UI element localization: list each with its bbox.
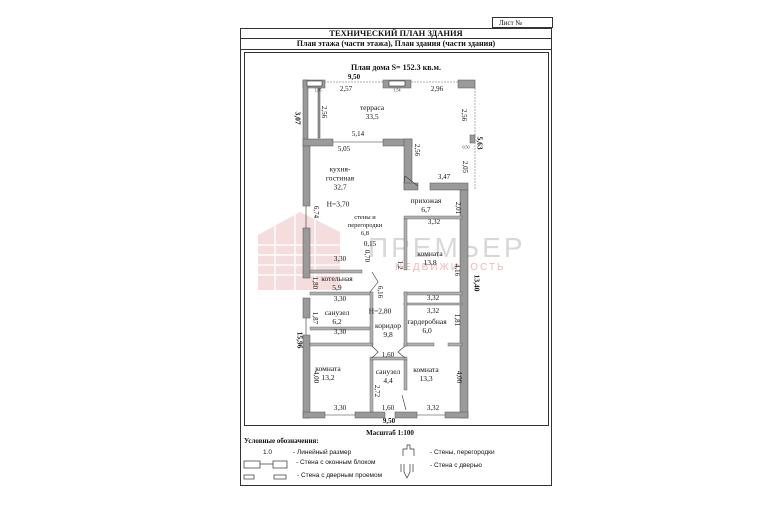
dimension: 5,05: [337, 145, 351, 153]
legend-linear-dimension: - Линейный размер: [293, 449, 352, 456]
legend-door-opening: - Стена с дверным проемом: [297, 472, 383, 479]
dimension: 5,14: [351, 130, 365, 138]
dimension: 3,32: [426, 307, 440, 315]
room-area: 13,2: [321, 373, 335, 382]
room-name: терраса: [359, 103, 385, 112]
door-opening-icon: [243, 474, 255, 480]
window-wall-icon: [243, 460, 261, 469]
room-name: коридор: [374, 321, 402, 330]
legend-title: Условные обозначения:: [244, 437, 319, 445]
room-name: санузел: [375, 367, 401, 376]
plan-frame: [244, 52, 549, 426]
dimension: 3,30: [333, 404, 347, 412]
subtitle-row: План этажа (части этажа), План здания (ч…: [240, 38, 552, 50]
sheet-number-box: Лист №: [492, 17, 553, 28]
sheet-label: Лист №: [499, 19, 523, 27]
room-name: прихожая: [410, 196, 442, 205]
dimension: 3,32: [426, 294, 440, 302]
room-area: 6,0: [422, 326, 432, 335]
scale-label: Масштаб 1:100: [366, 429, 414, 437]
dimension: 3,32: [426, 404, 440, 412]
room-name: санузел: [324, 308, 350, 317]
dimension: 2,96: [430, 85, 444, 93]
dimension: 3,32: [427, 218, 441, 226]
legend-window-wall: - Стена с оконным блоком: [296, 459, 376, 466]
dimension: 3,30: [333, 295, 347, 303]
wall-partition-icon: [402, 444, 415, 456]
document-title: ТЕХНИЧЕСКИЙ ПЛАН ЗДАНИЯ: [329, 28, 463, 38]
watermark-brand: ПРЕМЬЕР: [368, 232, 526, 263]
ceiling-height-1: H=3,70: [326, 199, 350, 209]
dimension: 9,50: [347, 73, 361, 81]
room-name: гардеробная: [407, 317, 447, 326]
document-subtitle: План этажа (части этажа), План здания (ч…: [296, 39, 496, 48]
dimension: 0,50: [462, 144, 470, 150]
watermark-tagline: НЕДВИЖИМОСТЬ: [395, 262, 506, 273]
plan-title: План дома S= 152.3 кв.м.: [351, 63, 441, 72]
legend-wall-door: - Стена с дверью: [430, 462, 482, 469]
ceiling-height-2: H=2,80: [368, 306, 392, 316]
room-area: 33,5: [365, 112, 379, 121]
dimension: 1,60: [381, 351, 395, 359]
dimension: 9,50: [382, 417, 396, 425]
room-name: котельная: [321, 274, 353, 283]
room-name: стены и перегородки: [347, 214, 383, 229]
room-area: 13,8: [423, 258, 437, 267]
room-name: комната: [413, 365, 439, 374]
room-area: 13,3: [419, 374, 433, 383]
dimension: 1,85: [314, 87, 322, 93]
room-area: 6,7: [421, 205, 431, 214]
room-area: 9,8: [383, 330, 393, 339]
dimension: 1,54: [393, 87, 401, 93]
room-area: 4,4: [383, 376, 393, 385]
room-name: кухня- гостиная: [325, 164, 355, 183]
door-wall-icon: [400, 464, 414, 479]
room-area: 32,7: [333, 182, 347, 192]
room-area: 6,2: [332, 317, 342, 326]
room-name: комната: [315, 364, 341, 373]
room-area: 6,8: [360, 230, 370, 237]
dimension: 3,30: [333, 255, 347, 263]
dimension: 1,60: [381, 404, 395, 412]
dimension: 3,47: [437, 173, 451, 181]
dimension: 2,57: [339, 85, 353, 93]
dimension: 3,30: [333, 328, 347, 336]
room-name: комната: [417, 249, 443, 258]
legend-walls: - Стены, перегородки: [430, 449, 495, 456]
room-area: 5,9: [332, 283, 342, 292]
legend-sample-dimension: 1.0: [263, 449, 273, 456]
dimension: 0,15: [363, 240, 377, 248]
